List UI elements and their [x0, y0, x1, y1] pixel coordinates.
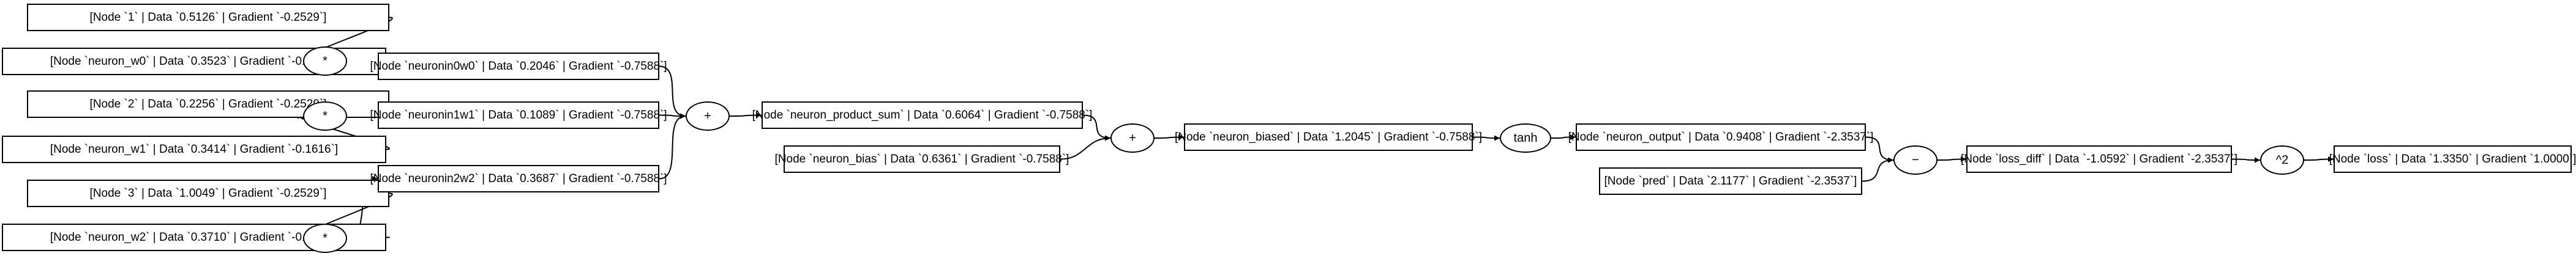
- node-pred-label: [Node `pred` | Data `2.1177` | Gradient …: [1604, 174, 1857, 188]
- op-add-products-symbol: +: [704, 109, 711, 123]
- op-add-bias-symbol: +: [1129, 131, 1136, 145]
- node-neuron-output-label: [Node `neuron_output` | Data `0.9408` | …: [1568, 130, 1874, 144]
- node-neuronin0w0: [Node `neuronin0w0` | Data `0.2046` | Gr…: [370, 53, 667, 80]
- op-multiply-2: *: [303, 224, 347, 253]
- op-tanh-symbol: tanh: [1513, 131, 1538, 145]
- op-square-symbol: ^2: [2275, 153, 2289, 167]
- op-multiply-1-symbol: *: [323, 109, 328, 123]
- node-neuron-bias: [Node `neuron_bias` | Data `0.6361` | Gr…: [775, 145, 1069, 173]
- node-neuronin1w1-label: [Node `neuronin1w1` | Data `0.1089` | Gr…: [370, 108, 667, 122]
- edge-add1-to-psum: [729, 112, 762, 119]
- node-loss: [Node `loss` | Data `1.3350` | Gradient …: [2329, 145, 2576, 173]
- node-neuron-w2-label: [Node `neuron_w2` | Data `0.3710` | Grad…: [50, 230, 339, 244]
- op-add-products: +: [686, 101, 730, 131]
- edge-p0-to-add1: [659, 65, 686, 119]
- node-neuron-output: [Node `neuron_output` | Data `0.9408` | …: [1568, 123, 1873, 151]
- edge-biased-to-tanh: [1472, 135, 1500, 141]
- op-multiply-1: *: [303, 101, 347, 131]
- edge-psum-to-add2: [1082, 114, 1111, 141]
- edge-pred-to-sub: [1862, 157, 1894, 182]
- edge-p1-to-add1: [659, 113, 686, 119]
- op-square: ^2: [2260, 145, 2304, 175]
- node-neuron-w0-label: [Node `neuron_w0` | Data `0.3523` | Grad…: [50, 54, 339, 68]
- node-neuronin1w1: [Node `neuronin1w1` | Data `0.1089` | Gr…: [370, 101, 667, 129]
- node-neuron-w1: [Node `neuron_w1` | Data `0.3414` | Grad…: [2, 136, 386, 163]
- node-pred: [Node `pred` | Data `2.1177` | Gradient …: [1599, 167, 1862, 195]
- edge-add2-to-biased: [1154, 134, 1185, 141]
- node-neuron-bias-label: [Node `neuron_bias` | Data `0.6361` | Gr…: [774, 152, 1069, 166]
- node-input-1: [Node `1` | Data `0.5126` | Gradient `-0…: [27, 4, 389, 31]
- node-loss-label: [Node `loss` | Data `1.3350` | Gradient …: [2329, 152, 2576, 166]
- edge-sub-to-diff: [1937, 156, 1967, 163]
- node-neuronin2w2-label: [Node `neuronin2w2` | Data `0.3687` | Gr…: [370, 172, 667, 185]
- node-neuronin0w0-label: [Node `neuronin0w0` | Data `0.2046` | Gr…: [370, 59, 667, 73]
- node-neuron-product-sum: [Node `neuron_product_sum` | Data `0.606…: [752, 101, 1092, 129]
- node-input-3-label: [Node `3` | Data `1.0049` | Gradient `-0…: [89, 186, 327, 200]
- node-loss-diff: [Node `loss_diff` | Data `-1.0592` | Gra…: [1961, 145, 2237, 173]
- op-multiply-0-symbol: *: [323, 54, 328, 68]
- node-neuron-w1-label: [Node `neuron_w1` | Data `0.3414` | Grad…: [50, 142, 339, 156]
- op-subtract-symbol: −: [1912, 153, 1919, 167]
- op-multiply-0: *: [303, 46, 347, 76]
- node-neuron-biased: [Node `neuron_biased` | Data `1.2045` | …: [1175, 123, 1482, 151]
- edge-pow-to-loss: [2304, 156, 2334, 163]
- edge-diff-to-pow: [2231, 157, 2261, 163]
- node-loss-diff-label: [Node `loss_diff` | Data `-1.0592` | Gra…: [1961, 152, 2238, 166]
- edge-tanh-to-out: [1551, 134, 1576, 141]
- op-subtract: −: [1893, 145, 1938, 175]
- edge-p2-to-add1: [659, 113, 686, 180]
- edge-out-to-sub: [1865, 136, 1894, 163]
- node-input-1-label: [Node `1` | Data `0.5126` | Gradient `-0…: [89, 10, 327, 24]
- op-tanh: tanh: [1500, 123, 1551, 153]
- node-neuronin2w2: [Node `neuronin2w2` | Data `0.3687` | Gr…: [370, 165, 667, 192]
- node-neuron-product-sum-label: [Node `neuron_product_sum` | Data `0.606…: [752, 108, 1093, 122]
- op-add-bias: +: [1110, 123, 1155, 153]
- node-input-3: [Node `3` | Data `1.0049` | Gradient `-0…: [27, 180, 389, 207]
- op-multiply-2-symbol: *: [323, 231, 328, 245]
- edge-bias-to-add2: [1060, 135, 1111, 160]
- node-neuron-biased-label: [Node `neuron_biased` | Data `1.2045` | …: [1174, 130, 1483, 144]
- node-input-2-label: [Node `2` | Data `0.2256` | Gradient `-0…: [89, 97, 327, 111]
